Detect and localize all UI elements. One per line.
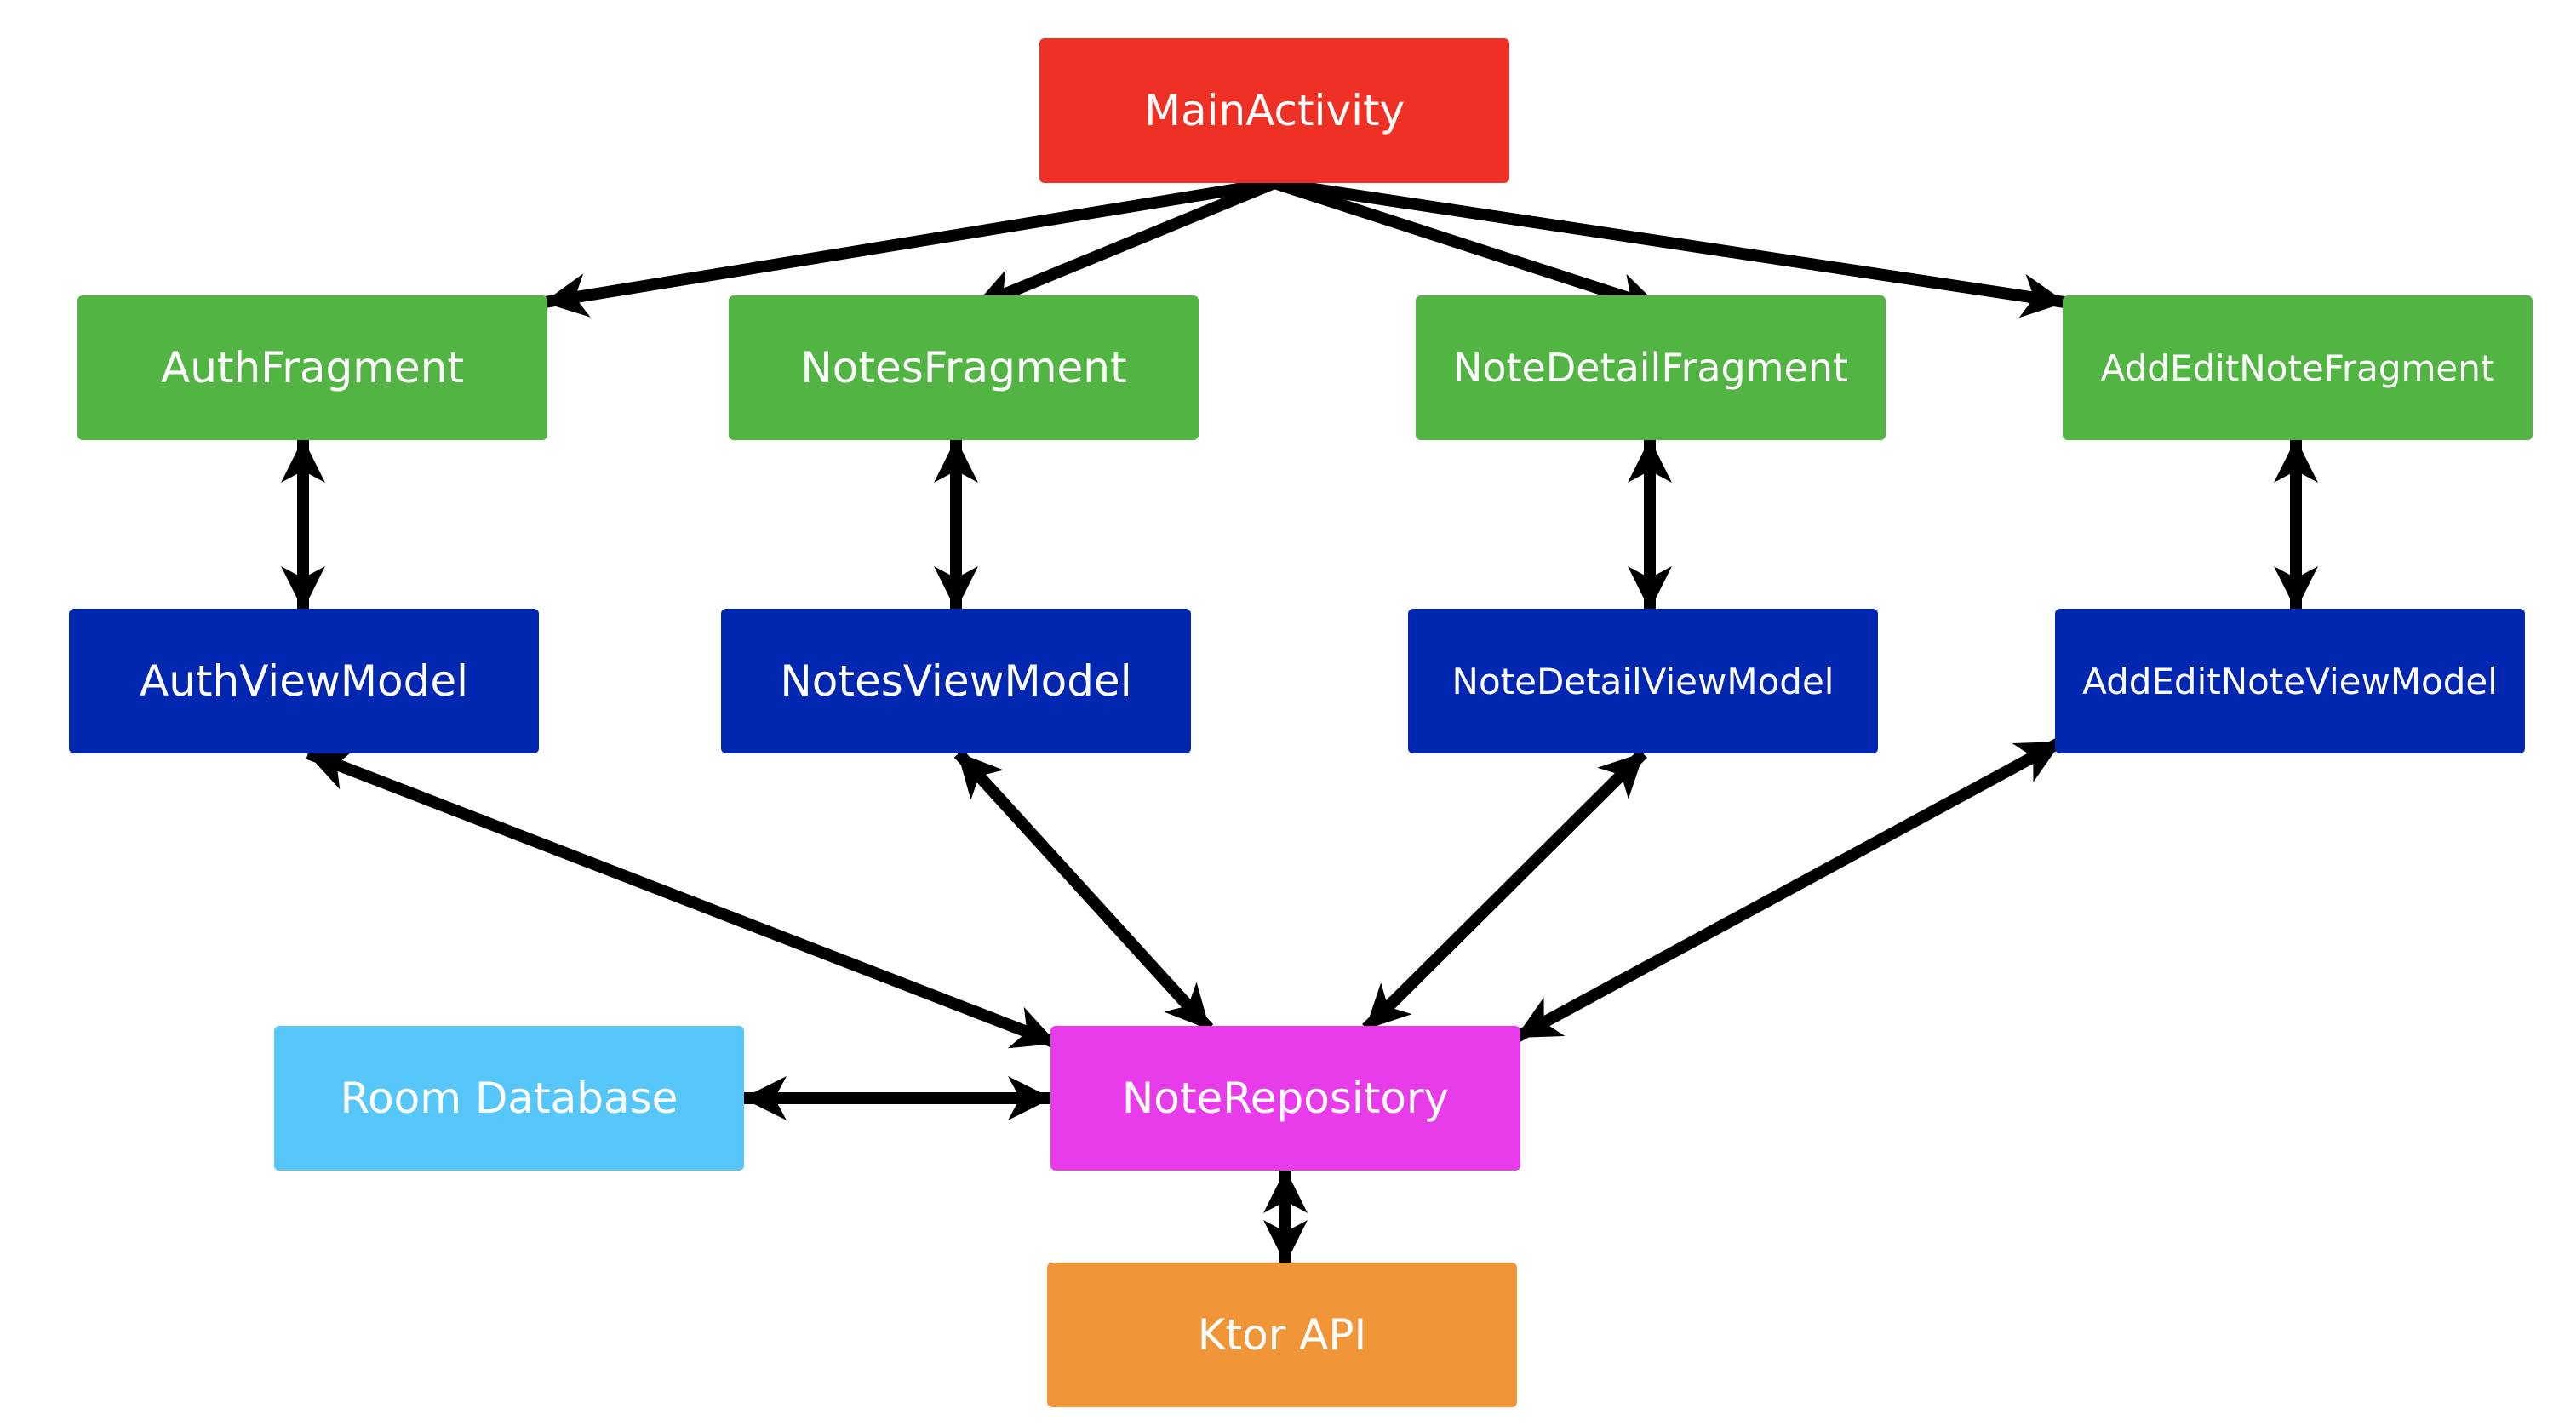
add-edit-note-fragment-label: AddEditNoteFragment <box>2100 346 2495 389</box>
add-edit-note-view-model-label: AddEditNoteViewModel <box>2082 660 2498 702</box>
notes-fragment-label: NotesFragment <box>800 343 1127 392</box>
arrow-auth-view-model-repository <box>306 747 1058 1049</box>
note-repository-node: NoteRepository <box>1050 1026 1520 1171</box>
main-activity-label: MainActivity <box>1143 86 1405 135</box>
auth-view-model-node: AuthViewModel <box>69 609 539 753</box>
arrow-main-to-notes-fragment <box>972 177 1277 312</box>
arrow-notes-view-model-repository <box>953 749 1214 1033</box>
arrow-add-edit-note-view-model-repository <box>1514 736 2064 1043</box>
note-detail-view-model-node: NoteDetailViewModel <box>1408 609 1878 753</box>
arrow-main-to-auth-fragment <box>543 177 1276 318</box>
notes-view-model-node: NotesViewModel <box>721 609 1191 753</box>
notes-view-model-label: NotesViewModel <box>780 656 1132 706</box>
add-edit-note-fragment-node: AddEditNoteFragment <box>2063 295 2533 440</box>
main-activity-node: MainActivity <box>1039 38 1509 183</box>
auth-fragment-label: AuthFragment <box>160 343 464 392</box>
notes-fragment-node: NotesFragment <box>729 295 1199 440</box>
note-repository-label: NoteRepository <box>1121 1074 1450 1123</box>
note-detail-fragment-label: NoteDetailFragment <box>1452 345 1849 391</box>
auth-view-model-label: AuthViewModel <box>140 656 468 706</box>
add-edit-note-view-model-node: AddEditNoteViewModel <box>2055 609 2525 753</box>
room-database-label: Room Database <box>340 1074 678 1123</box>
note-detail-view-model-label: NoteDetailViewModel <box>1451 660 1835 702</box>
arrow-main-to-add-edit-note-fragment <box>1273 177 2066 318</box>
room-database-node: Room Database <box>274 1026 744 1171</box>
ktor-api-node: Ktor API <box>1047 1263 1517 1407</box>
note-detail-fragment-node: NoteDetailFragment <box>1416 295 1886 440</box>
arrow-main-to-note-detail-fragment <box>1272 177 1663 317</box>
ktor-api-label: Ktor API <box>1197 1310 1367 1360</box>
auth-fragment-node: AuthFragment <box>77 295 547 440</box>
